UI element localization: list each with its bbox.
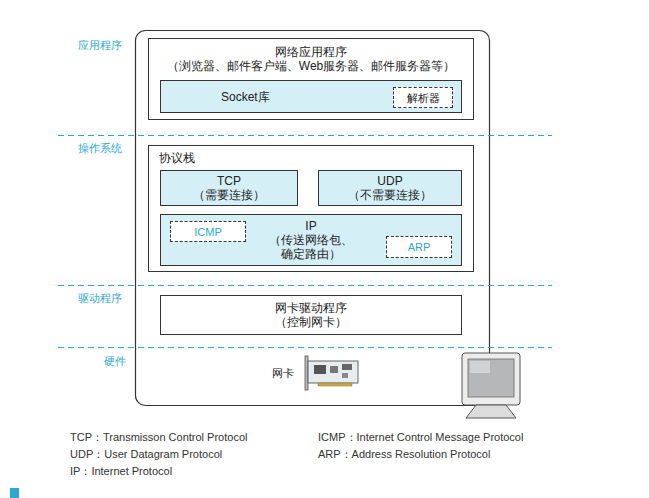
box-text: 网络应用程序 （浏览器、邮件客户端、Web服务器、邮件服务器等） [154, 45, 468, 73]
abbreviation-note: ICMP：Internet Control Message Protocol [318, 430, 523, 444]
box-text: 解析器 [407, 91, 440, 105]
corner-mark [10, 488, 19, 498]
tcp-box: TCP （需要连接） [160, 170, 298, 206]
layer-label: 应用程序 [78, 38, 122, 52]
abbreviation-note: ARP：Address Resolution Protocol [318, 447, 490, 461]
box-text: IP （传送网络包、 确定路由） [165, 219, 457, 261]
box-text: TCP （需要连接） [165, 174, 293, 202]
box-text: 协议栈 [159, 151, 195, 165]
icmp-box: ICMP [170, 221, 246, 242]
layer-label: 操作系统 [78, 141, 122, 155]
abbreviation-note: IP：Internet Protocol [70, 464, 172, 478]
socket-library-box: 解析器 Socket库 [160, 80, 462, 113]
box-text: ARP [408, 240, 431, 254]
computer-outline [136, 31, 490, 406]
driver-box: 网卡驱动程序 （控制网卡） [160, 295, 462, 335]
box-text: UDP （不需要连接） [323, 174, 457, 202]
layer-dividers [58, 136, 552, 348]
udp-box: UDP （不需要连接） [318, 170, 462, 206]
layer-label: 驱动程序 [78, 291, 122, 305]
abbreviation-note: TCP：Transmisson Control Protocol [70, 430, 247, 444]
resolver-box: 解析器 [393, 87, 453, 108]
monitor-illustration [462, 353, 520, 418]
part-label: 网卡 [272, 366, 294, 380]
protocol-stack-box: TCP （需要连接） UDP （不需要连接） ICMP ARPIP （传送网络包、 确… [148, 145, 474, 272]
abbreviation-note: UDP：User Datagram Protocol [70, 447, 222, 461]
box-text: 网卡驱动程序 （控制网卡） [165, 301, 457, 329]
application-box: 解析器 Socket库 网络应用程序 （浏览器、邮件客户端、Web服务器、邮件服务器… [148, 38, 474, 120]
arp-box: ARP [386, 236, 452, 258]
box-text: ICMP [194, 225, 222, 239]
network-card-illustration [305, 356, 358, 390]
layer-label: 硬件 [104, 354, 126, 368]
box-text: Socket库 [221, 90, 270, 104]
ip-box: ICMP ARPIP （传送网络包、 确定路由） [160, 214, 462, 266]
